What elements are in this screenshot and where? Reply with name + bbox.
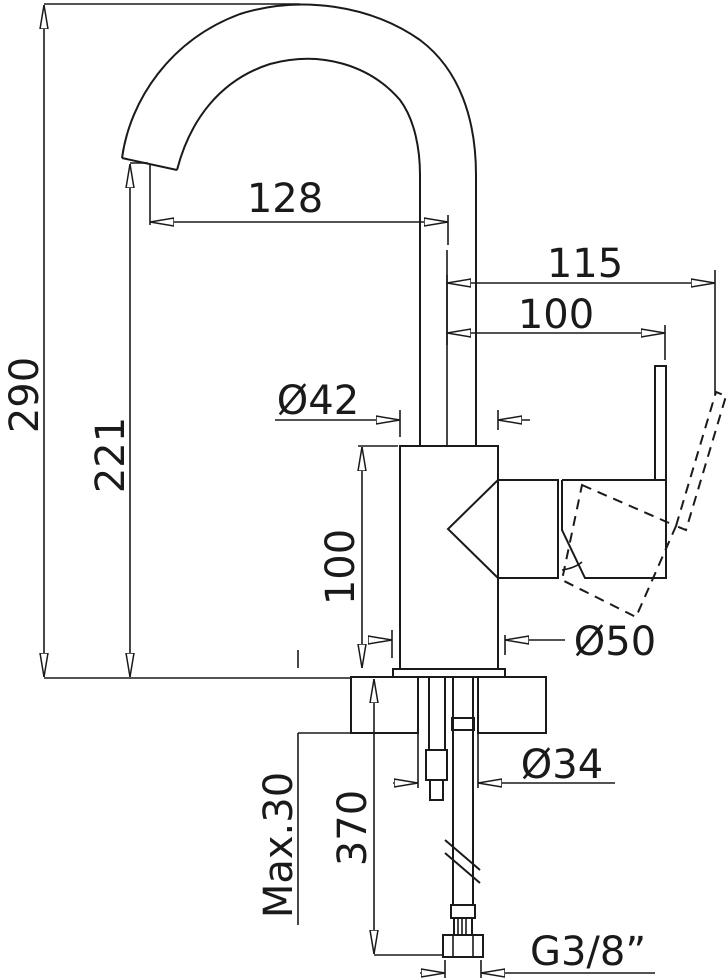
body: [392, 445, 559, 678]
dim-spout-diameter: Ø42: [277, 378, 359, 424]
dimension-lines: [44, 3, 716, 978]
dim-max-counter-thickness: Max.30: [256, 772, 302, 918]
dim-body-diameter: Ø50: [574, 619, 656, 665]
dim-connection-thread: G3/8”: [530, 929, 646, 975]
countertop-section: [350, 676, 547, 734]
dim-lever-reach: 100: [518, 292, 594, 338]
dim-spout-reach: 128: [247, 176, 323, 222]
dim-lever-reach-open: 115: [547, 241, 623, 287]
dim-shank-diameter: Ø34: [521, 742, 603, 788]
dim-total-height: 290: [2, 357, 48, 433]
supply-hoses: [425, 676, 484, 958]
dim-spout-height: 221: [88, 417, 134, 493]
lever-handle: [560, 365, 727, 619]
dim-body-height: 100: [318, 529, 364, 605]
dim-hose-length: 370: [330, 790, 376, 866]
